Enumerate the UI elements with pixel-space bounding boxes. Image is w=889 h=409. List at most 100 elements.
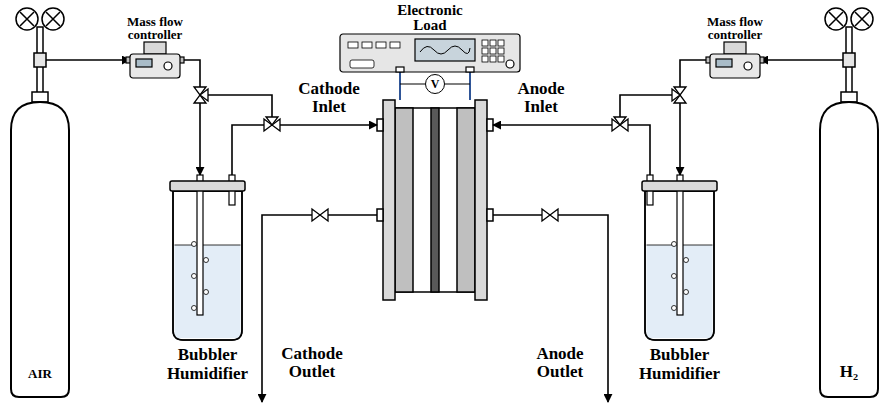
air-cylinder-outline <box>32 92 48 102</box>
valve-symbol <box>672 89 680 101</box>
load-wire <box>399 72 401 100</box>
fuel-cell-stack <box>487 119 493 131</box>
hydrogen-cylinder-outline <box>829 12 843 26</box>
gas-pipe <box>493 215 608 402</box>
bubbler-humidifier-outline <box>672 242 677 247</box>
pipe-label: Cathode Outlet <box>270 345 354 381</box>
hydrogen-cylinder: H₂ <box>819 5 879 397</box>
bubbler-humidifier-outline <box>642 175 717 340</box>
bubbler-humidifier-outline <box>684 290 689 295</box>
bubbler-humidifier: Bubbler Humidifier <box>642 175 717 340</box>
pipe-label: Anode Outlet <box>518 345 602 381</box>
bubbler-humidifier-outline <box>672 274 677 279</box>
valve-symbol <box>194 87 686 221</box>
valve-symbol <box>542 209 558 221</box>
fuel-cell-stack <box>457 108 475 292</box>
fuel-cell-stack <box>377 100 493 300</box>
voltmeter: V <box>425 74 445 94</box>
gas-pipe <box>262 215 377 402</box>
fuel-cell-stack <box>395 108 475 292</box>
mass-flow-controller-outline <box>130 54 180 78</box>
hydrogen-cylinder-outline <box>820 102 878 397</box>
air-cylinder-outline <box>42 8 64 30</box>
gas-pipe <box>280 124 377 126</box>
hydrogen-cylinder-outline <box>819 5 879 397</box>
device-label: Electronic Load <box>385 3 475 33</box>
valve-symbol <box>312 209 328 221</box>
mass-flow-controller-outline <box>130 42 180 78</box>
gas-pipe <box>208 95 272 117</box>
electronic-load-outline <box>482 48 488 54</box>
load-wire <box>469 72 471 100</box>
device-label: Bubbler Humidifier <box>158 346 258 383</box>
valve-symbol <box>200 89 208 101</box>
bubbler-humidifier-outline <box>204 290 209 295</box>
load-wire <box>400 72 470 100</box>
fuel-cell-stack <box>377 209 383 221</box>
valve-symbol <box>266 117 278 125</box>
fuel-cell-stack <box>431 108 439 292</box>
electronic-load-outline <box>466 67 474 72</box>
mass-flow-controller-outline <box>724 42 746 54</box>
hydrogen-cylinder-outline <box>843 53 855 67</box>
electronic-load-outline <box>482 56 488 62</box>
gas-line <box>680 60 710 175</box>
mass-flow-controller-outline <box>744 62 752 70</box>
electronic-load-outline <box>490 40 496 46</box>
bubbler-humidifier-outline <box>204 258 209 263</box>
electronic-load-outline <box>362 42 372 48</box>
gas-line <box>180 60 200 175</box>
gas-pipe <box>620 95 672 117</box>
bubbler-humidifier-outline <box>192 242 197 247</box>
electronic-load-outline <box>396 67 404 72</box>
electronic-load-outline <box>340 34 520 72</box>
mass-flow-controller-outline <box>716 59 732 67</box>
air-cylinder-outline <box>11 102 69 397</box>
hydrogen-cylinder-outline <box>825 8 847 30</box>
gas-pipe <box>493 124 612 126</box>
fuel-cell-stack <box>383 100 395 300</box>
device-label: Mass flow controller <box>105 15 205 41</box>
pipe-label: Cathode Inlet <box>290 80 368 116</box>
mass-flow-controller: Mass flow controller <box>130 42 180 78</box>
valve-symbol <box>614 117 626 125</box>
mass-flow-controller-outline <box>144 42 166 54</box>
electronic-load-outline <box>350 60 374 68</box>
mass-flow-controller-outline <box>136 59 152 67</box>
electronic-load-outline <box>420 46 470 54</box>
electronic-load-outline <box>490 48 496 54</box>
pipe-label: Anode Inlet <box>502 80 580 116</box>
fuel-cell-stack <box>395 108 413 292</box>
air-cylinder-outline <box>10 5 70 397</box>
gas-line <box>760 59 819 61</box>
hydrogen-cylinder-outline <box>851 8 873 30</box>
electronic-load-outline <box>490 56 496 62</box>
hydrogen-cylinder-outline <box>855 12 869 26</box>
bubbler-humidifier-outline <box>684 258 689 263</box>
bubbler-humidifier: Bubbler Humidifier <box>170 175 245 340</box>
gas-pipe <box>628 125 650 178</box>
bubbler-humidifier-outline <box>192 306 197 311</box>
device-label: Mass flow controller <box>685 15 785 41</box>
bubbler-humidifier-outline <box>192 274 197 279</box>
electronic-load-outline <box>498 56 504 62</box>
bubbler-humidifier-outline <box>170 181 245 191</box>
air-cylinder-outline <box>46 12 60 26</box>
bubbler-humidifier-outline <box>175 245 241 338</box>
bubbler-humidifier-outline <box>170 175 245 340</box>
electronic-load-outline <box>376 42 386 48</box>
bubbler-humidifier-outline <box>173 191 242 340</box>
bubbler-humidifier-outline <box>642 181 717 191</box>
air-cylinder-outline <box>20 12 34 26</box>
bubbler-humidifier-outline <box>197 175 203 315</box>
gas-pipe <box>208 95 672 402</box>
electronic-load-outline <box>482 40 488 46</box>
bubbler-humidifier-outline <box>672 306 677 311</box>
electronic-load-outline <box>348 42 358 48</box>
device-label: Bubbler Humidifier <box>630 346 730 383</box>
electronic-load-outline <box>498 40 504 46</box>
mass-flow-controller: Mass flow controller <box>710 42 760 78</box>
fuel-cell-stack <box>487 209 493 221</box>
